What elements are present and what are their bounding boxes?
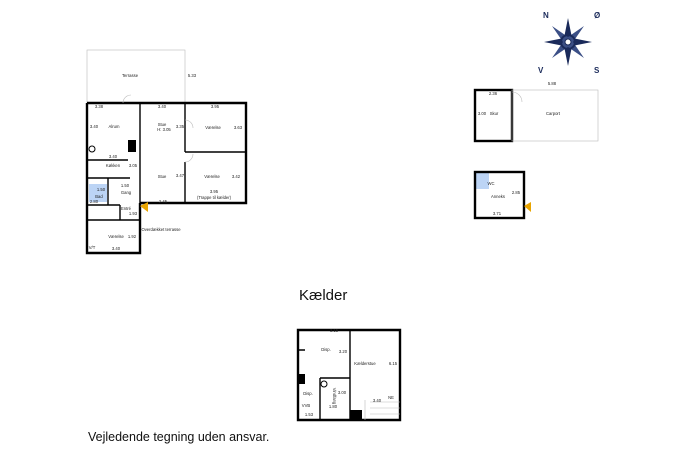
dim: 5.88 bbox=[548, 81, 557, 86]
anneks bbox=[473, 170, 531, 220]
room-disp: Disp. bbox=[321, 347, 331, 352]
compass-rose-icon bbox=[544, 18, 592, 66]
dim: 3.47 bbox=[176, 173, 185, 178]
dim: 1.92 bbox=[128, 234, 137, 239]
dim: 2.80 bbox=[90, 199, 99, 204]
dim: 3.00 bbox=[338, 390, 347, 395]
dim: 3.05 bbox=[129, 163, 138, 168]
dim: 3.40 bbox=[373, 398, 382, 403]
room-carport: Carport bbox=[546, 111, 561, 116]
stair-label: NE bbox=[388, 395, 394, 400]
room-bad: Bad bbox=[95, 194, 103, 199]
carport-skur bbox=[473, 88, 599, 143]
dim: 2.36 bbox=[489, 91, 498, 96]
main-house bbox=[85, 49, 248, 255]
dim: 3.40 bbox=[158, 104, 167, 109]
room-vaerelse-3: Værelse bbox=[108, 234, 124, 239]
dim: 3.00 bbox=[478, 111, 487, 116]
dim: 3.42 bbox=[232, 174, 241, 179]
compass-n: N bbox=[543, 11, 549, 20]
room-stue: Stue bbox=[158, 122, 167, 127]
dim: 3.40 bbox=[112, 246, 121, 251]
dim: 1.80 bbox=[329, 404, 338, 409]
terrace-label: Terrasse bbox=[122, 73, 139, 78]
dim: 1.50 bbox=[121, 183, 130, 188]
basement-title: Kælder bbox=[299, 287, 348, 304]
room-disp-2: Disp. bbox=[303, 391, 313, 396]
vt-label: V/T bbox=[89, 245, 96, 250]
covered-terrace-label: Overdækket terrasse bbox=[141, 227, 181, 232]
room-kaelderstue: Kælderstue bbox=[354, 361, 376, 366]
compass-s: S bbox=[594, 66, 600, 75]
dim: 3.35 bbox=[176, 124, 185, 129]
dim: 3.40 bbox=[109, 154, 118, 159]
dim: 1.53 bbox=[305, 412, 314, 417]
dim: 3.95 bbox=[210, 189, 219, 194]
dim: 2.85 bbox=[512, 190, 521, 195]
room-vaerelse-2: Værelse bbox=[204, 174, 220, 179]
dim: 1.50 bbox=[97, 187, 106, 192]
room-skur: Skur bbox=[490, 111, 499, 116]
dim: 3.95 bbox=[211, 104, 220, 109]
vvb-label: VVB bbox=[302, 403, 311, 408]
dim: 6.15 bbox=[389, 361, 398, 366]
dim: 1.93 bbox=[129, 211, 138, 216]
room-gang: Gang bbox=[121, 190, 132, 195]
terrace-dim: 5.33 bbox=[188, 73, 197, 78]
disclaimer: Vejledende tegning uden ansvar. bbox=[88, 430, 270, 444]
room-alrum: Alrum bbox=[109, 124, 120, 129]
dim: 3.20 bbox=[339, 349, 348, 354]
stair-note: (Trappe til kælder) bbox=[197, 195, 232, 200]
dim: 3.40 bbox=[90, 124, 99, 129]
room-vaerelse: Værelse bbox=[205, 125, 221, 130]
wc-label: WC bbox=[488, 181, 495, 186]
ceiling-height: H: 3.05 bbox=[157, 127, 171, 132]
room-koekken: Køkken bbox=[106, 163, 121, 168]
basement-plan bbox=[296, 328, 402, 422]
dim: 2.45 bbox=[159, 199, 168, 204]
dim: 3.71 bbox=[493, 211, 502, 216]
room-entre: Entré bbox=[121, 206, 132, 211]
compass-e: Ø bbox=[594, 11, 600, 20]
dim: 3.15 bbox=[330, 328, 339, 333]
dim: 3.38 bbox=[95, 104, 104, 109]
room-stue-2: Stue bbox=[158, 174, 167, 179]
compass-w: V bbox=[538, 66, 544, 75]
room-vindfang: Vindfang bbox=[332, 388, 337, 405]
room-anneks: Anneks bbox=[491, 194, 505, 199]
dim: 3.63 bbox=[234, 125, 243, 130]
